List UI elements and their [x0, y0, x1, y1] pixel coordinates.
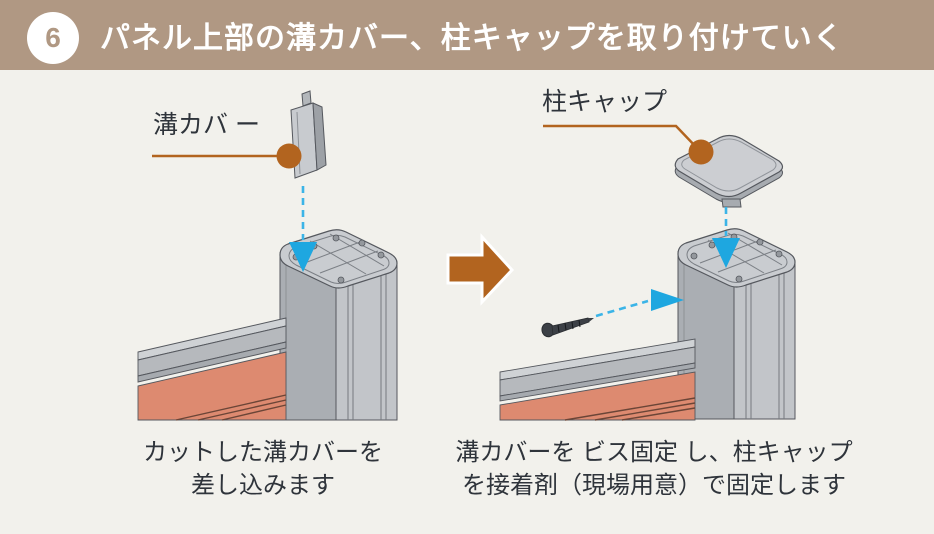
rail-illustration	[137, 317, 287, 421]
leader-line	[543, 124, 698, 149]
figure-right	[499, 124, 796, 421]
step-header: 6 パネル上部の溝カバー、柱キャップを取り付けていく	[0, 0, 934, 70]
caption-right-line1: 溝カバーを ビス固定 し、柱キャップ	[455, 439, 853, 466]
insert-arrow-down-icon	[289, 242, 317, 272]
screw-dash-line	[595, 299, 649, 318]
step-title: パネル上部の溝カバー、柱キャップを取り付けていく	[100, 22, 844, 55]
insert-arrow-down-icon	[712, 238, 740, 268]
screen-panel	[137, 351, 287, 421]
caption-right-line2: を接着剤（現場用意）で固定します	[462, 472, 846, 499]
groove-cover-part-icon	[290, 90, 327, 179]
post-illustration	[279, 229, 398, 421]
step-number-badge: 6	[27, 12, 79, 64]
post-cap-icon	[674, 134, 784, 208]
part-label-groove-cover: 溝カバ ー	[153, 111, 260, 139]
part-label-post-cap: 柱キャップ	[542, 88, 668, 116]
leader-dot	[688, 139, 714, 165]
leader-dot	[276, 143, 302, 169]
step-arrow-icon	[446, 233, 515, 306]
insert-arrow-right-icon	[651, 289, 684, 311]
step-number: 6	[45, 22, 61, 53]
caption-left-line1: カットした溝カバーを	[143, 439, 383, 466]
post-illustration	[677, 228, 796, 420]
caption-right: 溝カバーを ビス固定 し、柱キャップ を接着剤（現場用意）で固定します	[438, 436, 870, 502]
caption-left-line2: 差し込みます	[191, 472, 335, 499]
rail-illustration	[499, 338, 696, 421]
caption-left: カットした溝カバーを 差し込みます	[98, 436, 428, 502]
screw-icon	[541, 317, 594, 338]
screen-panel	[499, 371, 696, 421]
